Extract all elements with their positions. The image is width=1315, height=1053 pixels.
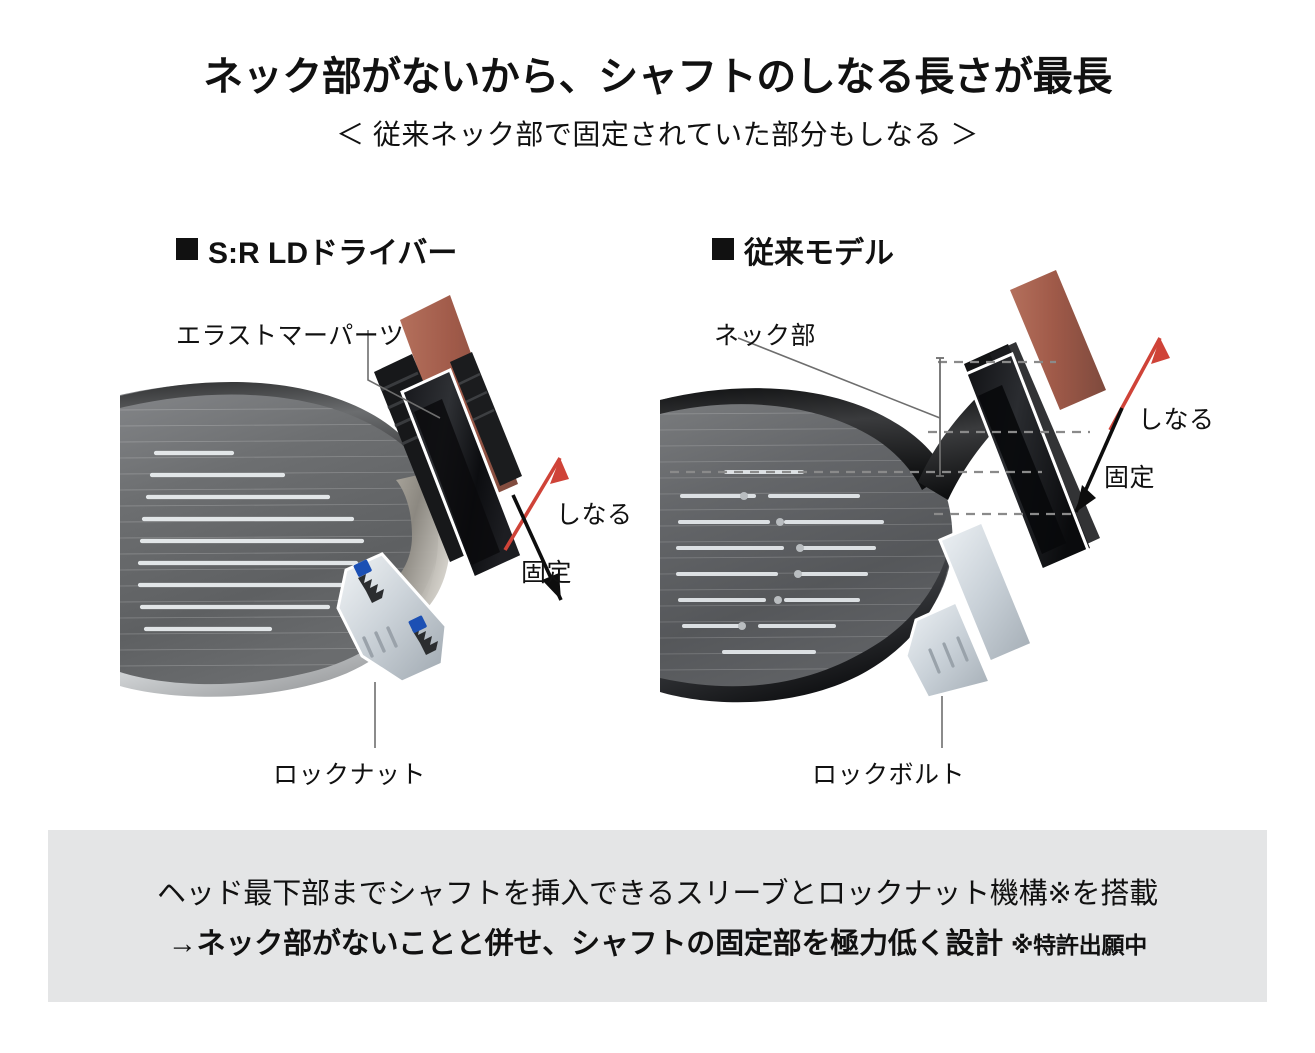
panel-header-conventional-model: 従来モデル <box>712 228 894 272</box>
panel-header-new-model: S:R LDドライバー <box>176 228 457 272</box>
shaft <box>1010 270 1106 410</box>
caption-line-2: →ネック部がないことと併せ、シャフトの固定部を極力低く設計 ※特許出願中 <box>168 920 1147 962</box>
face-dots <box>738 492 804 630</box>
fixed-arrow <box>511 494 563 601</box>
panel-header-label: S:R LDドライバー <box>208 237 458 270</box>
conventional-model-illustration <box>660 270 1170 748</box>
panel-header-label: 従来モデル <box>744 237 894 270</box>
page-subtitle: ＜ 従来ネック部で固定されていた部分もしなる ＞ <box>336 119 979 150</box>
label-lock-bolt: ロックボルト <box>812 761 966 789</box>
diagram-new-model <box>120 295 670 748</box>
label-fixed-right: 固定 <box>1104 464 1156 492</box>
new-model-illustration <box>120 295 569 748</box>
outer-collar-ribs <box>458 372 495 422</box>
summary-caption-box: ヘッド最下部までシャフトを挿入できるスリーブとロックナット機構※を搭載 →ネック… <box>48 830 1267 1002</box>
shaft-bore-cutaway <box>964 352 1090 572</box>
nut-accent-blue <box>353 559 372 577</box>
label-lock-nut: ロックナット <box>273 761 427 789</box>
crown-and-neck <box>660 388 946 490</box>
bolt-shank <box>938 520 1034 664</box>
nut-accent-blue <box>408 615 427 633</box>
face-grooves <box>676 470 884 654</box>
face-grooves <box>137 450 365 632</box>
square-bullet-icon <box>712 238 734 260</box>
label-neck-section: ネック部 <box>714 322 817 350</box>
neck-measure-dashed <box>670 360 1090 516</box>
caption-line-1: ヘッド最下部までシャフトを挿入できるスリーブとロックナット機構※を搭載 <box>157 878 1158 910</box>
caption-patent-note: ※特許出願中 <box>1010 932 1148 958</box>
club-head-body <box>660 388 1008 703</box>
diagram-conventional-model <box>660 270 1210 748</box>
nut-knurls <box>362 626 398 658</box>
nut-threads <box>358 574 438 655</box>
club-face <box>660 389 953 692</box>
label-flex-left: しなる <box>556 501 633 529</box>
page-title: ネック部がないから、シャフトのしなる長さが最長 <box>203 55 1112 99</box>
crown-rail <box>120 382 430 476</box>
square-bullet-icon <box>176 238 198 260</box>
leader-line-elastomer <box>367 330 441 419</box>
neck-extent-bracket <box>936 357 944 477</box>
flex-arrow <box>503 457 569 551</box>
bolt-knurls <box>928 636 969 674</box>
fixed-arrow <box>1074 407 1124 513</box>
shaft-bore-cutaway <box>400 367 524 581</box>
lock-bolt <box>904 520 1034 700</box>
leader-line-neck <box>737 337 941 419</box>
label-fixed-left: 固定 <box>521 559 573 587</box>
caption-line-2-text: →ネック部がないことと併せ、シャフトの固定部を極力低く設計 <box>167 928 1004 960</box>
label-elastomer-parts: エラストマーパーツ <box>176 322 405 350</box>
sole-rim <box>120 562 435 697</box>
label-flex-right: しなる <box>1138 406 1215 434</box>
sole-rail <box>660 536 952 703</box>
lock-nut <box>336 552 448 684</box>
